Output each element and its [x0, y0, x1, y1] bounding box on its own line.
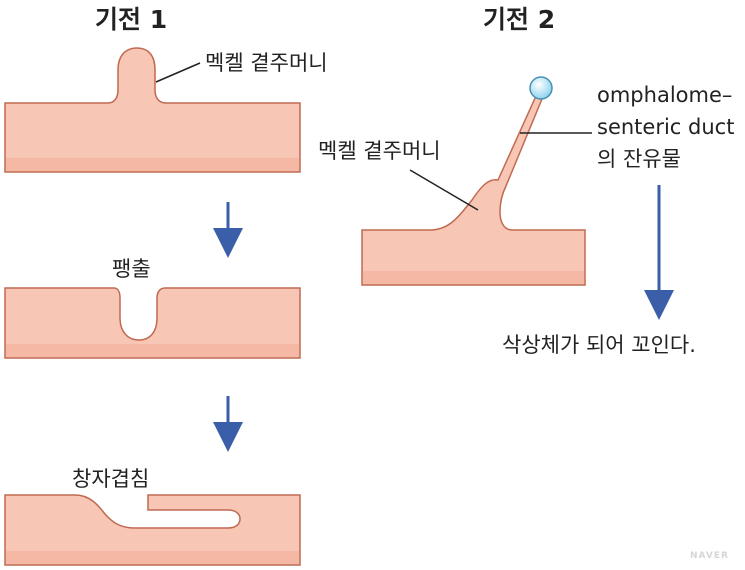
intestine-evagination [4, 287, 301, 359]
umbilical-ball [529, 76, 553, 100]
naver-watermark: NAVER [690, 551, 729, 561]
intestine-diverticulum [4, 47, 301, 173]
duct-label-line3: 의 잔유물 [597, 147, 681, 171]
duct-label-line2: senteric duct [597, 115, 734, 139]
mechanism1-intussusception-label: 창자겹침 [72, 467, 149, 491]
mechanism1-evagination-label: 팽출 [112, 257, 151, 281]
meckel-leader-1 [155, 62, 201, 83]
intestine-with-duct [361, 94, 586, 286]
mechanism2-result-label: 삭상체가 되어 꼬인다. [502, 333, 696, 357]
mechanism2-meckel-label: 멕켈 곁주머니 [318, 139, 441, 163]
intestine-intussusception [4, 494, 301, 566]
mechanism1-title: 기전 1 [95, 5, 167, 34]
mechanism1-meckel-label: 멕켈 곁주머니 [205, 51, 328, 75]
meckel-leader-2 [409, 169, 479, 211]
duct-label-line1: omphalome– [597, 83, 732, 107]
mechanism2-title: 기전 2 [483, 5, 555, 34]
